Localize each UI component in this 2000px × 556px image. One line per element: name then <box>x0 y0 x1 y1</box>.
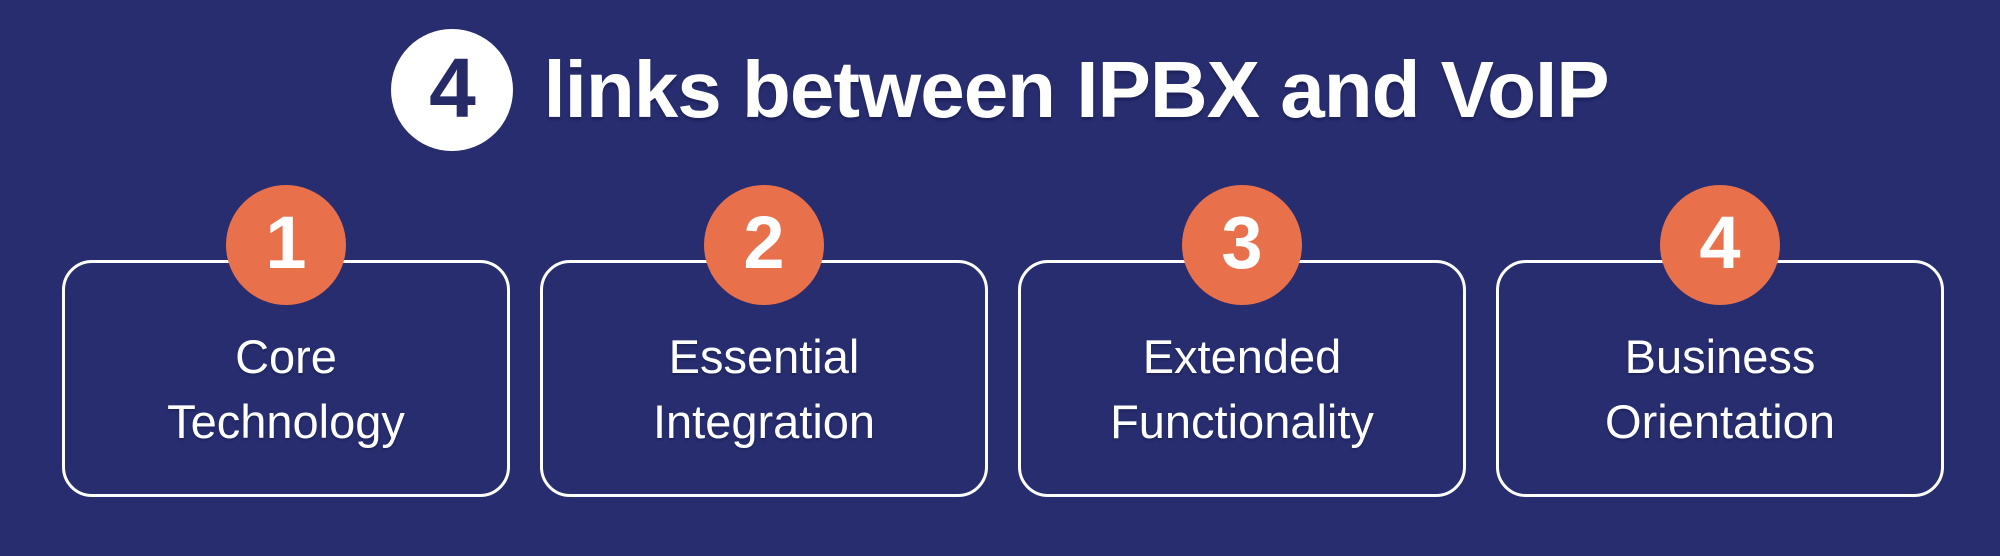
step-3-number: 3 <box>1221 201 1263 284</box>
card-3-label: Extended Functionality <box>1110 325 1374 455</box>
card-1-label-line-2: Technology <box>167 394 405 448</box>
step-1-badge: 1 <box>226 185 346 305</box>
step-4-number: 4 <box>1699 201 1741 284</box>
card-4-label-line-2: Orientation <box>1605 394 1835 448</box>
card-2-label-line-2: Integration <box>652 394 876 448</box>
step-2-badge: 2 <box>704 185 824 305</box>
step-1-number: 1 <box>265 201 307 284</box>
card-4-label-line-1: Business <box>1624 329 1816 383</box>
card-4-label: Business Orientation <box>1605 325 1835 455</box>
card-2-label-line-1: Essential <box>668 329 860 383</box>
page-title: links between IPBX and VoIP <box>543 45 1609 134</box>
card-3-label-line-2: Functionality <box>1110 394 1374 448</box>
card-business-orientation: 4 Business Orientation <box>1496 185 1944 497</box>
card-extended-functionality: 3 Extended Functionality <box>1018 185 1466 497</box>
card-1-label-line-1: Core <box>235 329 337 383</box>
card-essential-integration: 2 Essential Integration <box>540 185 988 497</box>
step-3-badge: 3 <box>1182 185 1302 305</box>
count-badge: 4 <box>391 29 514 151</box>
card-2-label: Essential Integration <box>653 325 875 455</box>
cards-row: 1 Core Technology 2 Essential Integratio… <box>62 185 1944 497</box>
step-4-badge: 4 <box>1660 185 1780 305</box>
card-3-label-line-1: Extended <box>1142 329 1342 383</box>
header: 4 links between IPBX and VoIP <box>0 22 2000 158</box>
card-1-label: Core Technology <box>167 325 405 455</box>
step-2-number: 2 <box>743 201 785 284</box>
card-core-technology: 1 Core Technology <box>62 185 510 497</box>
count-badge-number: 4 <box>429 41 476 135</box>
